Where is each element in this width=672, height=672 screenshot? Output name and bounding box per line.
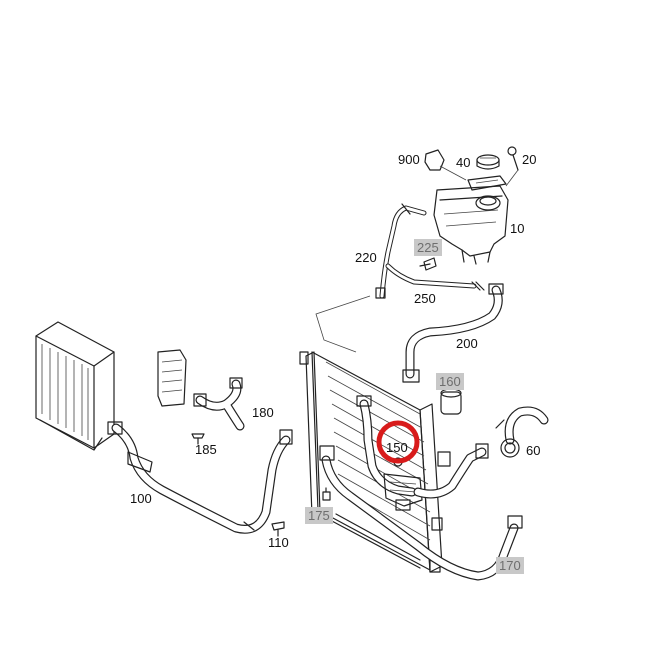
cap-part-40[interactable]: [476, 154, 500, 170]
label-60[interactable]: 60: [526, 443, 540, 458]
label-185[interactable]: 185: [195, 442, 217, 457]
label-220[interactable]: 220: [355, 250, 377, 265]
hose-part-180[interactable]: [193, 377, 245, 431]
heater-core[interactable]: [35, 321, 115, 451]
hose-part-220[interactable]: [375, 203, 427, 299]
thermostat-housing[interactable]: [383, 457, 423, 511]
label-100[interactable]: 100: [130, 491, 152, 506]
screw-part-185[interactable]: [191, 433, 205, 445]
elbow-part-60[interactable]: [495, 406, 549, 458]
hose-outlet-right[interactable]: [413, 443, 489, 499]
label-160[interactable]: 160: [439, 374, 461, 389]
label-170[interactable]: 170: [499, 558, 521, 573]
hose-part-170[interactable]: [319, 445, 523, 581]
label-200[interactable]: 200: [456, 336, 478, 351]
label-40[interactable]: 40: [456, 155, 470, 170]
label-225[interactable]: 225: [417, 240, 439, 255]
label-250[interactable]: 250: [414, 291, 436, 306]
plug-part-175[interactable]: [322, 487, 331, 501]
label-20[interactable]: 20: [522, 152, 536, 167]
hose-part-250[interactable]: [385, 263, 485, 291]
label-10[interactable]: 10: [510, 221, 524, 236]
leader-lines: [315, 295, 371, 353]
heat-exchanger[interactable]: [157, 349, 187, 407]
tag-bg-160: [436, 373, 464, 390]
highlight-ring: [376, 420, 420, 464]
hose-part-150[interactable]: [356, 395, 417, 497]
screw-part-110[interactable]: [271, 521, 285, 537]
hose-part-100[interactable]: [107, 421, 293, 534]
label-900[interactable]: 900: [398, 152, 420, 167]
tag-bg-170: [496, 557, 524, 574]
hose-part-200[interactable]: [402, 283, 504, 383]
sleeve-part-160[interactable]: [440, 388, 462, 415]
expansion-tank[interactable]: [433, 175, 509, 265]
tag-bg-225: [414, 239, 442, 256]
bracket-part-900[interactable]: [424, 149, 467, 181]
screw-part-20[interactable]: [505, 146, 519, 187]
label-175[interactable]: 175: [308, 508, 330, 523]
label-150[interactable]: 150: [386, 440, 408, 455]
label-180[interactable]: 180: [252, 405, 274, 420]
label-110[interactable]: 110: [268, 535, 289, 550]
screw-part-225[interactable]: [419, 257, 437, 271]
tag-bg-175: [305, 507, 333, 524]
